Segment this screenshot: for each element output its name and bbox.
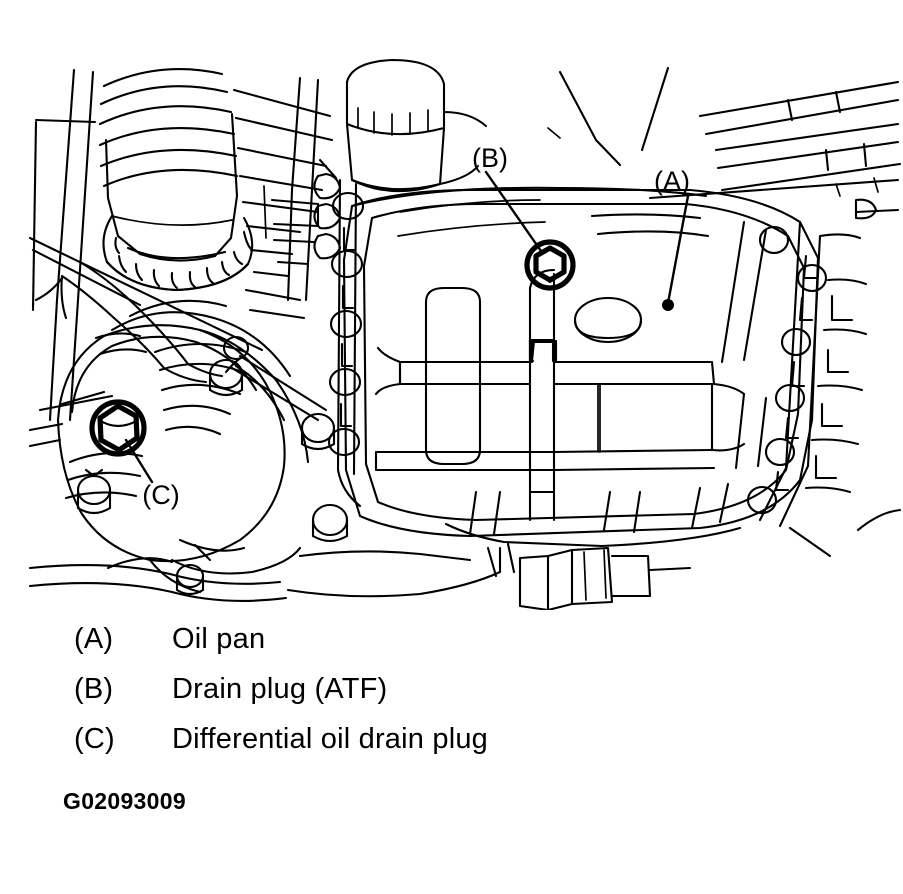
drain-plug-ring [524, 239, 576, 291]
diff-plug-hex [97, 403, 140, 453]
legend-item-a: (A) Oil pan [74, 614, 714, 664]
crossmember-and-mount [28, 522, 742, 610]
callout-a-leader [666, 194, 690, 305]
callout-c-label: (C) [142, 480, 179, 510]
callout-c: (C) [124, 438, 180, 510]
reservoir-cap [345, 58, 488, 193]
figure-code: G02093009 [63, 788, 186, 814]
strut-boot-assembly [98, 68, 254, 292]
diff-plug-ring [89, 399, 147, 457]
legend-label-c: Differential oil drain plug [172, 723, 488, 755]
technical-illustration: (A) (B) (C) [28, 58, 902, 610]
legend-key-b: (B) [74, 673, 114, 705]
differential-oil-drain-plug[interactable] [89, 399, 147, 457]
legend-key-a: (A) [74, 623, 114, 655]
atf-drain-plug[interactable] [524, 239, 576, 291]
illustration-canvas: (A) (B) (C) [28, 58, 902, 610]
transaxle-case-ribs [232, 76, 342, 320]
callout-a-dot [662, 299, 674, 311]
oil-pan-body [342, 186, 820, 538]
legend-key-c: (C) [74, 723, 115, 755]
legend-item-b: (B) Drain plug (ATF) [74, 664, 714, 714]
callout-b-label: (B) [472, 143, 508, 173]
legend-label-b: Drain plug (ATF) [172, 673, 388, 705]
left-flange-bolt-bosses [311, 158, 365, 543]
differential-housing [56, 299, 336, 596]
right-flange-bolt-bosses [746, 220, 868, 528]
figure-legend: (A) Oil pan (B) Drain plug (ATF) (C) Dif… [74, 614, 714, 764]
left-pipework [28, 260, 224, 448]
legend-label-a: Oil pan [172, 623, 266, 655]
callout-b-leader [484, 170, 543, 253]
drain-plug-hex [533, 245, 567, 283]
callout-a: (A) [654, 166, 690, 311]
callout-b: (B) [472, 143, 543, 253]
callout-a-label: (A) [654, 166, 690, 196]
right-background-panels [648, 80, 902, 558]
chassis-outlines [28, 66, 670, 422]
legend-item-c: (C) Differential oil drain plug [74, 714, 714, 764]
callout-c-leader [124, 438, 154, 484]
